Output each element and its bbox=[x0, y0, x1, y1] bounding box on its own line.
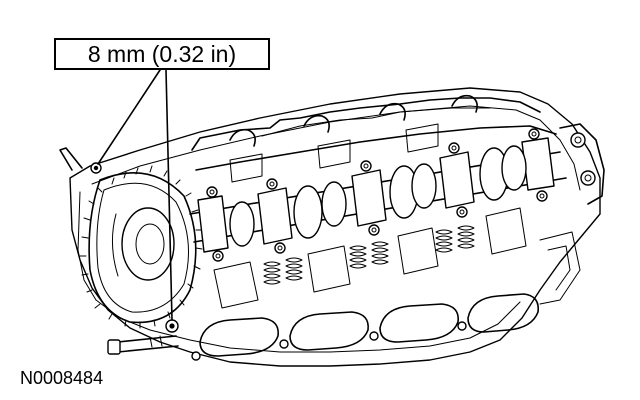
upper-rail bbox=[191, 94, 557, 171]
head-pockets bbox=[213, 123, 527, 309]
cam-sprocket bbox=[79, 165, 203, 329]
leader-lower bbox=[165, 69, 173, 321]
dimension-callout-label: 8 mm (0.32 in) bbox=[87, 40, 237, 67]
figure-number: N0008484 bbox=[20, 368, 104, 388]
dimension-callout: 8 mm (0.32 in) bbox=[54, 38, 270, 70]
callout-leaders bbox=[97, 69, 173, 321]
rear-end bbox=[539, 123, 605, 305]
sealant-points bbox=[90, 162, 179, 333]
oil-tube bbox=[107, 335, 179, 355]
camshaft bbox=[189, 128, 567, 262]
leader-upper bbox=[97, 69, 161, 165]
exhaust-ports bbox=[191, 293, 540, 361]
valve-springs bbox=[263, 225, 475, 285]
